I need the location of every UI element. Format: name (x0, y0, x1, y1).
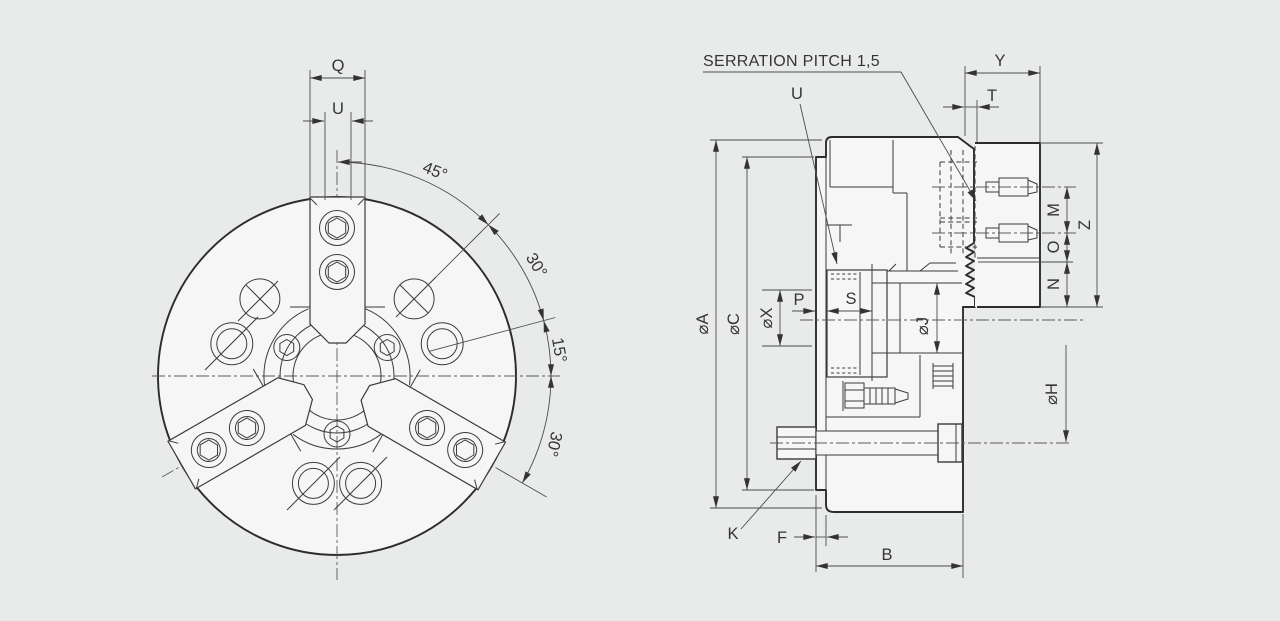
top-jaw-block (975, 142, 1041, 308)
dim-label-m: M (1045, 203, 1063, 217)
dim-label-phi-c: ⌀C (725, 313, 743, 335)
front-view: Q U 45° 30° 15° 30° (152, 57, 570, 580)
radial-120 (496, 468, 547, 498)
hidden-tnut-lines (939, 146, 977, 258)
dim-label-phi-j: ⌀J (914, 317, 932, 335)
arc-30-lower (521, 375, 555, 484)
k-leader (740, 460, 802, 530)
jaw-lower-right (360, 369, 507, 491)
dim-label-15: 15° (548, 336, 570, 364)
arc-45 (337, 159, 489, 226)
dim-label-phi-h: ⌀H (1043, 383, 1061, 405)
dim-u-front (303, 112, 373, 200)
dim-label-o: O (1045, 240, 1063, 253)
dim-label-u-side: U (791, 85, 803, 103)
jaw-screw-inner (319, 254, 355, 290)
draw-bolt (770, 423, 1072, 463)
dim-label-phi-x: ⌀X (758, 308, 776, 329)
dim-label-n: N (1045, 278, 1063, 290)
dim-label-t: T (987, 87, 997, 105)
hub-screw-upper-left (273, 334, 301, 361)
hub-screw-bottom (323, 420, 351, 448)
jaw-bolt-upper (932, 177, 1076, 197)
dim-label-u-front: U (332, 100, 344, 118)
mount-hole-cb-left (204, 316, 259, 371)
dim-label-k: K (727, 525, 738, 543)
radial-45 (400, 213, 500, 313)
lower-mechanism (826, 355, 954, 418)
arc-30-upper (487, 224, 545, 321)
radial-75 (428, 317, 556, 352)
dim-label-30-lower: 30° (542, 430, 565, 458)
chuck-body-section (815, 136, 976, 513)
side-view: SERRATION PITCH 1,5 U Y T ⌀A ⌀C ⌀X ⌀J ⌀H… (694, 52, 1103, 578)
dim-extension-lines (710, 66, 1103, 578)
jaw-bolt-lower (932, 223, 1076, 243)
dim-label-p: P (793, 291, 804, 309)
dim-label-q: Q (332, 57, 345, 75)
mount-hole-cb-bottom-right (333, 456, 388, 511)
mount-hole-cb-bottom-left (286, 456, 341, 511)
serration-note-leader (703, 71, 977, 202)
dim-label-f: F (777, 529, 787, 547)
arc-15 (543, 320, 555, 377)
serration-note: SERRATION PITCH 1,5 (703, 53, 880, 70)
dim-label-b: B (881, 546, 892, 564)
hub-screw-upper-right (373, 334, 401, 361)
dim-label-z: Z (1076, 220, 1094, 230)
mount-hole-cross-left (237, 278, 281, 322)
master-jaw-section (826, 264, 888, 381)
u-leader (799, 103, 838, 265)
phi-j-cylinder (872, 282, 962, 354)
dim-label-s: S (845, 290, 856, 308)
dim-label-phi-a: ⌀A (694, 314, 712, 335)
dim-q (309, 70, 366, 196)
dim-label-y: Y (994, 52, 1005, 70)
jaw-lower-left (167, 368, 314, 490)
